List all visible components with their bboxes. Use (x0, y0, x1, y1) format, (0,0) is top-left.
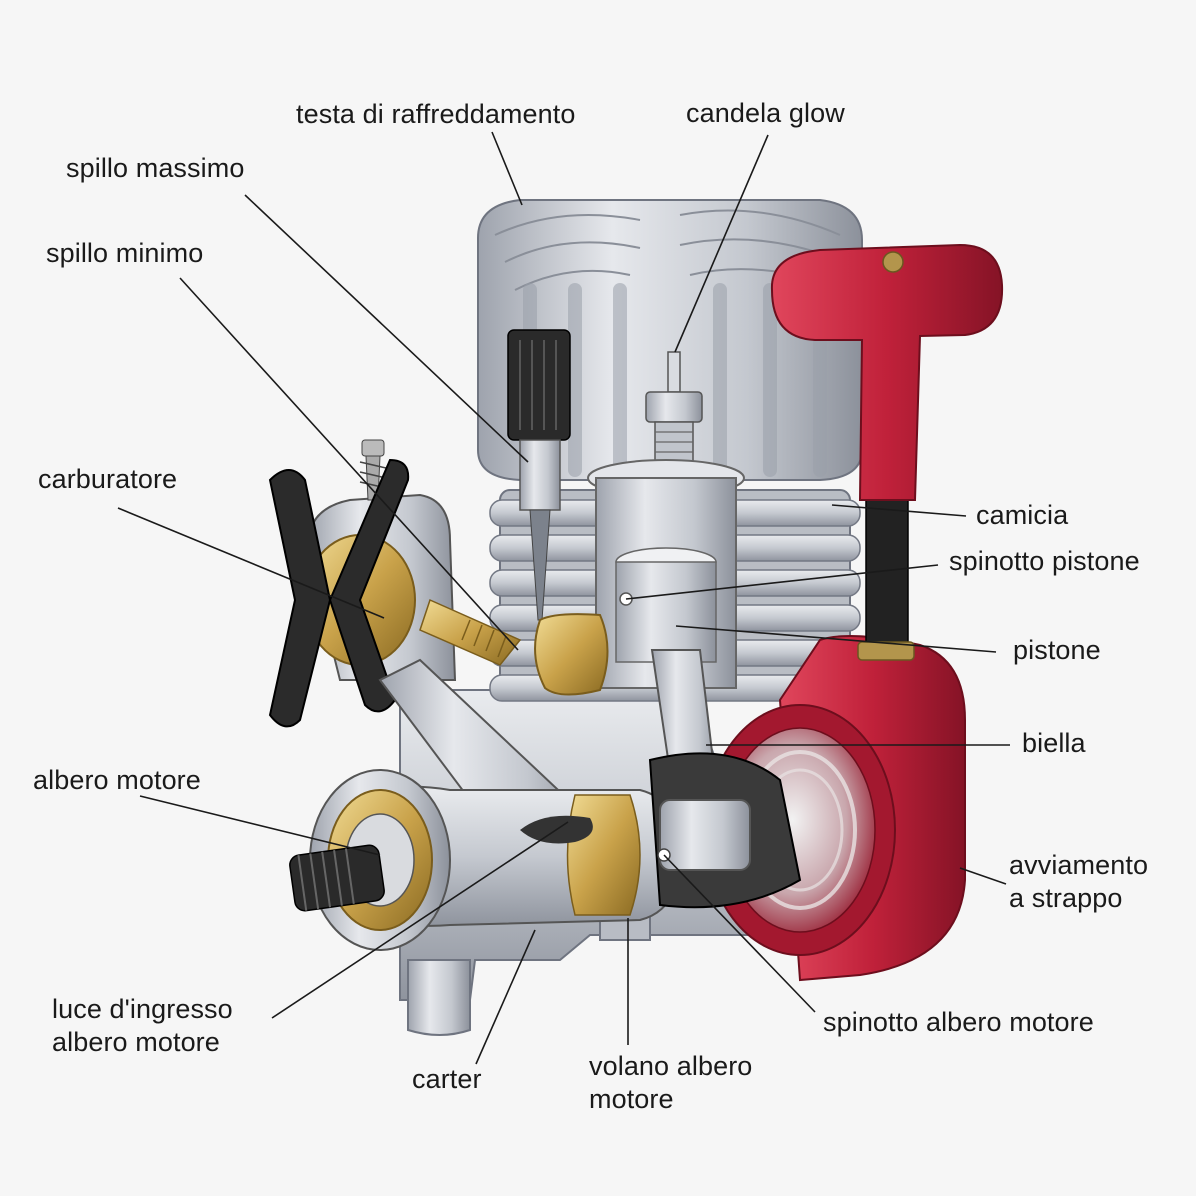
crankshaft-rear (648, 752, 802, 909)
label-spillo-minimo: spillo minimo (46, 238, 204, 268)
label-spillo-massimo: spillo massimo (66, 153, 245, 183)
leader-candela-glow (674, 134, 769, 353)
leader-carter (475, 929, 536, 1065)
leader-spillo-minimo (179, 277, 519, 651)
leader-testa-di-raffreddamento (491, 131, 523, 206)
leader-albero-motore (139, 795, 381, 856)
label-luce-line2: albero motore (52, 1027, 220, 1057)
label-luce-d-ingresso-albero-motore: luce d'ingresso albero motore (52, 993, 233, 1059)
label-carter: carter (412, 1064, 482, 1094)
leader-spinotto-pistone (625, 564, 939, 600)
label-spinotto-pistone: spinotto pistone (949, 546, 1140, 576)
label-volano-albero-motore: volano albero motore (589, 1050, 752, 1116)
leader-avviamento (959, 867, 1007, 885)
label-candela-glow: candela glow (686, 98, 845, 128)
throttle-arm (268, 458, 410, 728)
label-carburatore: carburatore (38, 464, 178, 494)
leader-spillo-massimo (244, 194, 529, 463)
label-volano-line2: motore (589, 1084, 674, 1114)
label-biella: biella (1022, 728, 1086, 758)
pull-handle (770, 243, 1004, 661)
label-volano-line1: volano albero (589, 1051, 753, 1081)
label-luce-line1: luce d'ingresso (52, 994, 233, 1024)
leader-luce-ingresso (271, 821, 569, 1019)
label-avviamento-line1: avviamento (1009, 850, 1149, 880)
piston (615, 547, 717, 663)
label-testa-di-raffreddamento: testa di raffreddamento (296, 99, 576, 129)
label-albero-motore: albero motore (33, 765, 201, 795)
label-spinotto-albero-motore: spinotto albero motore (823, 1007, 1094, 1037)
cooling-head (477, 199, 863, 481)
leader-lines (117, 131, 1010, 1065)
leader-carburatore (117, 507, 385, 619)
label-avviamento-a-strappo: avviamento a strappo (1009, 849, 1148, 915)
leader-pistone (675, 625, 997, 653)
leader-camicia (831, 504, 967, 517)
high-speed-needle (507, 329, 571, 621)
label-avviamento-line2: a strappo (1009, 883, 1123, 913)
leader-spinotto-albero-motore (663, 854, 816, 1013)
label-camicia: camicia (976, 500, 1069, 530)
label-pistone: pistone (1013, 635, 1101, 665)
